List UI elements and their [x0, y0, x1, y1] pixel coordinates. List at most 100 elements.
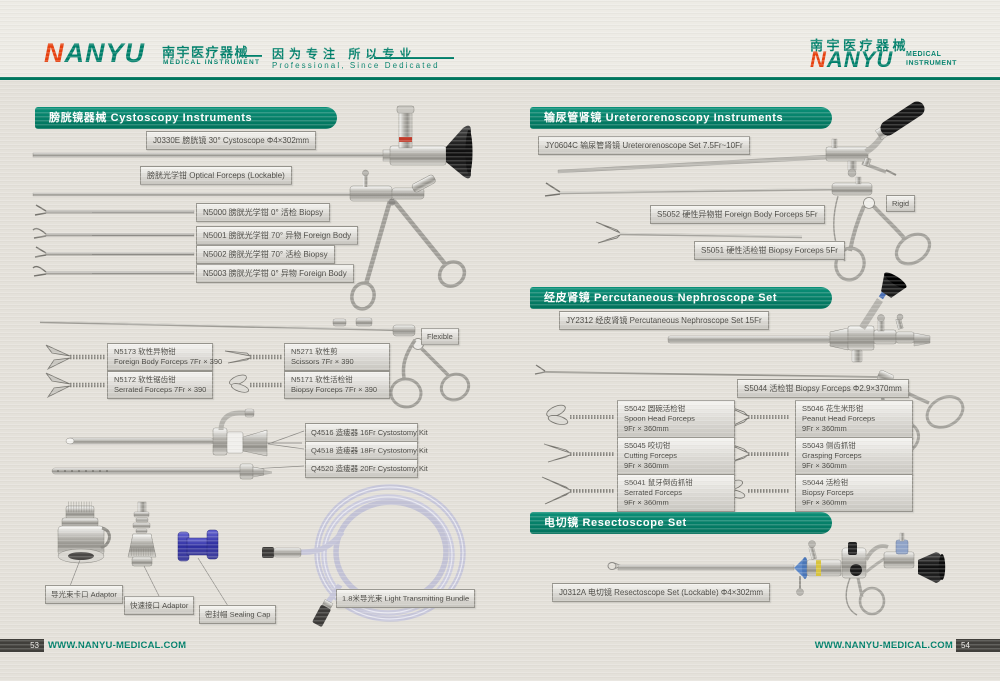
resectoscope-illustration	[607, 532, 946, 616]
label-s5041-line2: Serrated Forceps	[624, 488, 682, 498]
sealing-cap-illustration	[177, 529, 229, 607]
logo-left-sub: MEDICAL INSTRUMENT	[163, 59, 261, 66]
website-url-left: WWW.NANYU-MEDICAL.COM	[48, 640, 187, 651]
rigid-forceps-n5003	[32, 265, 195, 277]
label-s5044-line3: 9Fr × 360mm	[802, 498, 847, 508]
label-s5043-line2: Grasping Forceps	[802, 451, 862, 461]
label-s5046-line2: Peanut Head Forceps	[802, 414, 875, 424]
jaw-icon-n5173	[45, 344, 105, 371]
label-n5000: N5000 膀胱光学钳 0° 活检 Biopsy	[196, 203, 331, 222]
label-j0312a: J0312A 电切镜 Resectoscope Set (Lockable) Φ…	[552, 583, 771, 602]
jaw-icon-s5045	[543, 443, 614, 463]
label-s5041-line1: S5041 鼠牙倒齿抓钳	[624, 478, 693, 487]
label-s5045-line2: Cutting Forceps	[624, 451, 677, 461]
rigid-forceps-n5000	[34, 204, 195, 216]
jaw-icon-n5172	[45, 372, 105, 399]
jaw-icon-s5041	[541, 476, 614, 505]
label-sealing-cap: 密封帽 Sealing Cap	[199, 605, 277, 624]
label-n5271-line1: N5271 软性剪	[291, 347, 338, 356]
label-quick-adaptor: 快速接口 Adaptor	[124, 596, 195, 615]
cystostomy-trocar-illustration	[51, 408, 305, 480]
logo-letters-anyu: ANYU	[64, 38, 146, 68]
section-header-resectoscope: 电切镜 Resectoscope Set	[530, 512, 832, 534]
light-bundle-illustration	[262, 484, 466, 627]
label-n5173-line2: Foreign Body Forceps 7Fr × 390	[114, 357, 223, 367]
label-s5042-line2: Spoon Head Forceps	[624, 414, 695, 424]
jaw-icon-s5042	[546, 404, 614, 426]
logo-dash	[240, 55, 262, 57]
section-header-ureterorenoscopy: 输尿管肾镜 Ureterorenoscopy Instruments	[530, 107, 832, 129]
jaw-icon-n5171	[229, 374, 283, 393]
nephroscope-illustration	[667, 272, 931, 363]
label-jy2312: JY2312 经皮肾镜 Percutaneous Nephroscope Set…	[559, 311, 769, 330]
ureteroscope-illustration	[557, 101, 925, 178]
label-s5044-line1: S5044 活检钳	[802, 478, 849, 487]
quick-adaptor-illustration	[127, 501, 161, 599]
label-j0330e: J0330E 膀胱镜 30° Cystoscope Φ4×302mm	[146, 131, 317, 150]
slogan-en: Professional, Since Dedicated	[272, 61, 440, 70]
label-s5043-line3: 9Fr × 360mm	[802, 461, 847, 471]
label-n5001: N5001 膀胱光学钳 70° 异物 Foreign Body	[196, 226, 359, 245]
logo-right-cn: 南宇医疗器械	[810, 38, 910, 53]
label-s5042-line3: 9Fr × 360mm	[624, 424, 669, 434]
logo-right-sub1: MEDICAL	[906, 51, 942, 58]
label-s5051: S5051 硬性活检钳 Biopsy Forceps 5Fr	[694, 241, 845, 260]
label-n5172-line2: Serrated Forceps 7Fr × 390	[114, 385, 207, 395]
logo-right-sub2: INSTRUMENT	[906, 60, 957, 67]
rigid-forceps-s5052	[544, 182, 849, 197]
optical-forceps-illustration	[32, 169, 467, 311]
label-s5046-line1: S5046 花生米形钳	[802, 404, 864, 413]
label-n5173-line1: N5173 软性异物钳	[114, 347, 176, 356]
label-q4518: Q4518 造瘘器 18Fr Cystostomy Kit	[305, 441, 428, 460]
jaw-icon-n5271	[224, 350, 283, 364]
header-divider-line	[0, 77, 1000, 80]
label-s5042-line1: S5042 圆碗活检钳	[624, 404, 686, 413]
header-band	[0, 0, 1000, 77]
label-n5002: N5002 膀胱光学钳 70° 活检 Biopsy	[196, 245, 335, 264]
bayonet-adaptor-illustration	[57, 501, 111, 587]
slogan-underline	[374, 57, 454, 59]
label-flexible: Flexible	[421, 328, 459, 345]
flexible-forceps-illustration	[39, 317, 471, 409]
label-optical-forceps: 膀胱光学钳 Optical Forceps (Lockable)	[140, 166, 292, 185]
rigid-forceps-n5001	[32, 227, 195, 239]
cystoscope-illustration	[32, 105, 473, 179]
label-q4520: Q4520 造瘘器 20Fr Cystostomy Kit	[305, 459, 428, 478]
rigid-forceps-n5002	[34, 246, 195, 258]
label-s5045-line3: 9Fr × 360mm	[624, 461, 669, 471]
label-q4516: Q4516 造瘘器 16Fr Cystostomy Kit	[305, 423, 428, 442]
label-s5041-line3: 9Fr × 360mm	[624, 498, 669, 508]
logo-left-cn: 南宇医疗器械	[162, 45, 250, 60]
label-n5171-line1: N5171 软性活检钳	[291, 375, 353, 384]
label-light-guide-adaptor: 导光束卡口 Adaptor	[45, 585, 123, 604]
logo-letter-n: N	[44, 38, 65, 68]
label-s5044-top: S5044 活检钳 Biopsy Forceps Φ2.9×370mm	[737, 379, 909, 398]
logo-right: NANYU	[810, 47, 893, 73]
label-s5044-line2: Biopsy Forceps	[802, 488, 854, 498]
label-s5046-line3: 9Fr × 360mm	[802, 424, 847, 434]
forceps-handle-rigid	[831, 176, 932, 282]
label-s5043-line1: S5043 侧齿抓钳	[802, 441, 856, 450]
label-s5045-line1: S5045 咬切钳	[624, 441, 671, 450]
section-header-nephroscope: 经皮肾镜 Percutaneous Nephroscope Set	[530, 287, 832, 309]
logo-left: NANYU	[44, 38, 145, 69]
label-n5271-line2: Scissors 7Fr × 390	[291, 357, 354, 367]
label-rigid: Rigid	[886, 195, 916, 212]
rigid-forceps-s5051	[595, 221, 803, 244]
page-number-right: 54	[956, 639, 1000, 652]
label-n5171-line2: Biopsy Forceps 7Fr × 390	[291, 385, 378, 395]
label-n5003: N5003 膀胱光学钳 0° 异物 Foreign Body	[196, 264, 354, 283]
label-n5172-line1: N5172 软性锯齿钳	[114, 375, 176, 384]
website-url-right: WWW.NANYU-MEDICAL.COM	[814, 640, 953, 651]
label-jy0604c: JY0604C 输尿管肾镜 Ureterorenoscope Set 7.5Fr…	[538, 136, 750, 155]
